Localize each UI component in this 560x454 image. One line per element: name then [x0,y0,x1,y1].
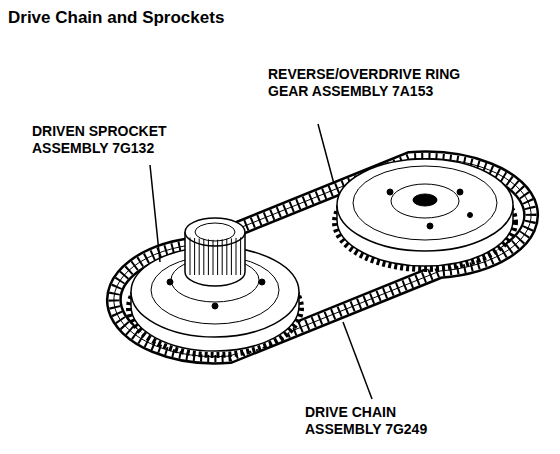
hub-spline [199,238,200,275]
hub-spline [222,239,223,275]
drive-chain [114,158,531,356]
hub-spline [213,240,214,275]
driven-sprocket [129,218,301,355]
hub-spline [231,238,232,275]
hub-spline [203,239,204,275]
part-name: REVERSE/OVERDRIVE RING GEAR ASSEMBLY 7A1… [268,66,468,100]
leader-lines [150,124,372,399]
hub-spline [190,238,191,276]
hub-spline [194,238,195,275]
hub-spline [236,238,237,275]
hub-spline [208,239,209,275]
hub-spline [240,237,241,275]
part-name: DRIVE CHAIN ASSEMBLY 7G249 [305,404,470,438]
part-name: DRIVEN SPROCKET ASSEMBLY 7G132 [32,123,202,157]
hub-spline [226,239,227,275]
hub-spline [217,240,218,275]
diagram-title: Drive Chain and Sprockets [8,8,328,28]
ring-gear [335,159,515,269]
